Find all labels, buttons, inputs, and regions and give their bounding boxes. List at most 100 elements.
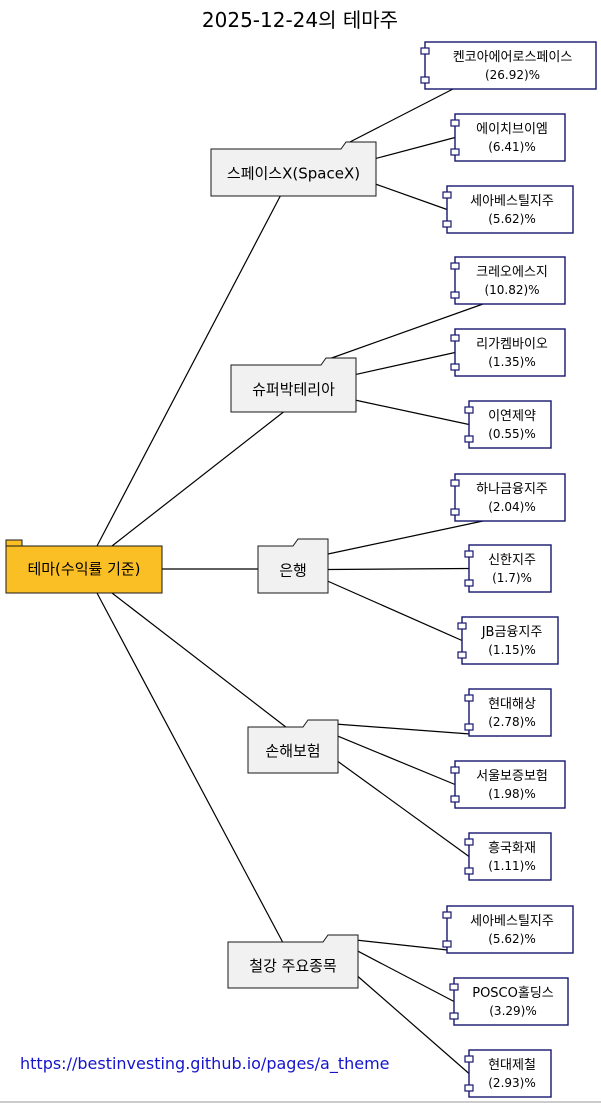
edge-theme-stock bbox=[327, 580, 463, 642]
theme-node: 손해보험 bbox=[247, 719, 339, 774]
stock-box bbox=[468, 544, 552, 593]
stock-name: 현대제철 bbox=[488, 1058, 536, 1073]
stock-box bbox=[454, 328, 566, 377]
component-tab bbox=[464, 838, 474, 846]
root-folder-tab bbox=[5, 539, 23, 547]
root-folder-body bbox=[5, 545, 163, 594]
stock-name: 켄코아에어로스페이스 bbox=[453, 50, 573, 65]
footer-link[interactable]: https://bestinvesting.github.io/pages/a_… bbox=[20, 1054, 390, 1074]
stock-node: 켄코아에어로스페이스 (26.92)% bbox=[420, 41, 597, 90]
component-tab bbox=[450, 795, 460, 803]
edge-root-theme bbox=[96, 592, 284, 943]
component-tab bbox=[450, 262, 460, 270]
component-tab bbox=[449, 983, 459, 991]
component-tab bbox=[450, 363, 460, 371]
stock-box bbox=[453, 977, 569, 1026]
footer-link-text[interactable]: https://bestinvesting.github.io/pages/a_… bbox=[20, 1054, 390, 1074]
stock-return: (10.82)% bbox=[484, 283, 539, 297]
stock-node: 크레오에스지 (10.82)% bbox=[450, 256, 566, 305]
stock-box bbox=[468, 688, 552, 737]
stock-box bbox=[454, 473, 566, 522]
component-tab bbox=[450, 508, 460, 516]
component-tab bbox=[457, 622, 467, 630]
component-tab bbox=[464, 550, 474, 558]
component-tab bbox=[420, 47, 430, 55]
stock-node: 에이치브이엠(6.41)% bbox=[450, 113, 566, 162]
edge-theme-stock bbox=[327, 567, 470, 571]
theme-node: 은행 bbox=[257, 538, 329, 594]
component-tab bbox=[449, 1012, 459, 1020]
stock-node: 서울보증보험 (1.98)% bbox=[450, 760, 566, 809]
stock-name: 흥국화재 bbox=[488, 841, 536, 856]
stock-node: 리가켐바이오(1.35)% bbox=[450, 328, 566, 377]
stock-return: (0.55)% bbox=[488, 427, 535, 441]
stock-box bbox=[454, 256, 566, 305]
component-tab bbox=[450, 148, 460, 156]
component-tab bbox=[464, 867, 474, 875]
edge-theme-stock bbox=[355, 399, 470, 426]
stock-return: (2.93)% bbox=[488, 1076, 535, 1090]
stock-name: 크레오에스지 bbox=[476, 265, 548, 280]
edge-theme-stock bbox=[307, 721, 498, 737]
stock-box bbox=[424, 41, 597, 90]
stock-return: (1.7)% bbox=[492, 571, 532, 585]
edge-theme-stock bbox=[375, 183, 448, 211]
stock-node: 흥국화재 (1.11)% bbox=[464, 832, 552, 881]
stock-box bbox=[468, 400, 552, 449]
stock-node: JB금융지주 (1.15)% bbox=[457, 616, 559, 665]
component-tab bbox=[457, 651, 467, 659]
stock-box bbox=[461, 616, 559, 665]
stock-return: (6.41)% bbox=[488, 140, 535, 154]
theme-node: 철강 주요종목 bbox=[227, 934, 359, 989]
stock-name: 신한지주 bbox=[488, 553, 536, 568]
stock-name: JB금융지주 bbox=[481, 625, 543, 640]
stock-node: 현대제철 (2.93)% bbox=[464, 1049, 552, 1098]
component-tab bbox=[464, 579, 474, 587]
theme-label: 스페이스X(SpaceX) bbox=[227, 165, 360, 183]
stock-name: 서울보증보험 bbox=[476, 769, 548, 784]
component-tab bbox=[464, 406, 474, 414]
stock-node: 세아베스틸지주(5.62)% bbox=[442, 185, 574, 234]
component-tab bbox=[464, 723, 474, 731]
theme-node: 스페이스X(SpaceX) bbox=[210, 141, 377, 197]
component-tab bbox=[442, 911, 452, 919]
component-tab bbox=[464, 435, 474, 443]
stock-node: 현대해상 (2.78)% bbox=[464, 688, 552, 737]
component-tab bbox=[464, 1084, 474, 1092]
component-tab bbox=[450, 766, 460, 774]
component-tab bbox=[442, 191, 452, 199]
stock-box bbox=[468, 1049, 552, 1098]
stock-node: 세아베스틸지주(5.62)% bbox=[442, 905, 574, 954]
component-tab bbox=[464, 694, 474, 702]
stock-node: POSCO홀딩스(3.29)% bbox=[449, 977, 569, 1026]
stock-box bbox=[468, 832, 552, 881]
theme-folder bbox=[210, 141, 377, 197]
component-tab bbox=[442, 940, 452, 948]
stock-box bbox=[446, 905, 574, 954]
stock-node: 신한지주 (1.7)% bbox=[464, 544, 552, 593]
stock-name: 현대해상 bbox=[488, 697, 536, 712]
edge-theme-stock bbox=[357, 950, 455, 1003]
stock-return: (1.15)% bbox=[488, 643, 535, 657]
root-node: 테마(수익률 기준) bbox=[5, 539, 163, 594]
component-tab bbox=[420, 76, 430, 84]
stock-name: 하나금융지주 bbox=[476, 482, 548, 497]
edge-root-theme bbox=[96, 195, 281, 547]
stock-return: (26.92)% bbox=[485, 68, 540, 82]
stock-return: (2.78)% bbox=[488, 715, 535, 729]
component-tab bbox=[450, 291, 460, 299]
edge-root-theme bbox=[111, 411, 284, 547]
stock-name: POSCO홀딩스 bbox=[472, 986, 554, 1001]
theme-label: 철강 주요종목 bbox=[249, 957, 337, 975]
stock-node: 이연제약(0.55)% bbox=[464, 400, 552, 449]
stock-name: 세아베스틸지주 bbox=[470, 914, 554, 929]
edge-theme-stock bbox=[337, 761, 470, 857]
theme-label: 은행 bbox=[279, 562, 307, 580]
stock-name: 세아베스틸지주 bbox=[470, 194, 554, 209]
theme-label: 손해보험 bbox=[265, 742, 320, 760]
edge-theme-stock bbox=[337, 735, 456, 786]
theme-node: 슈퍼박테리아 bbox=[230, 357, 357, 413]
edge-theme-stock bbox=[345, 88, 454, 145]
stock-return: (1.11)% bbox=[488, 859, 535, 873]
stock-return: (1.98)% bbox=[488, 787, 535, 801]
